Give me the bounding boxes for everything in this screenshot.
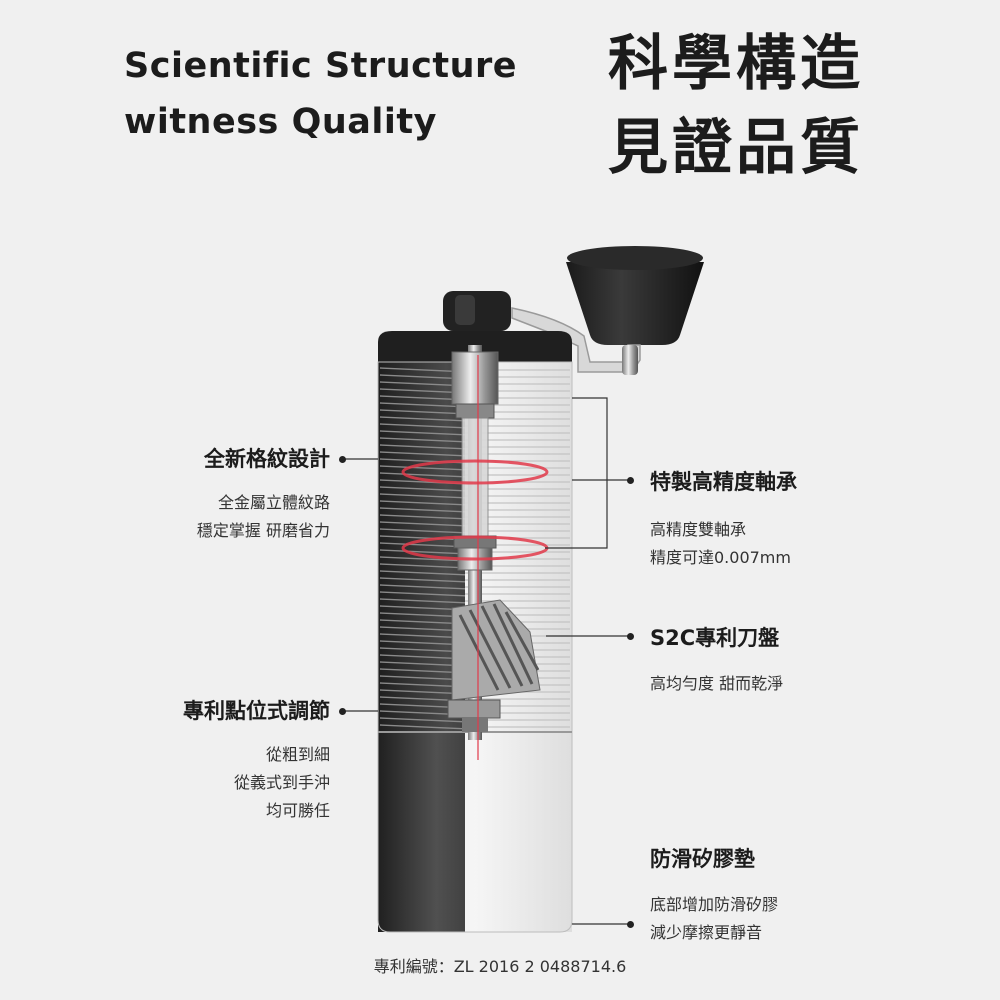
callout-pad-heading: 防滑矽膠墊 — [650, 847, 755, 871]
callout-adjust-desc2: 從義式到手沖 — [233, 773, 330, 792]
chinese-title-line2: 見證品質 — [608, 113, 864, 183]
callout-bearing-desc2: 精度可達0.007mm — [650, 548, 791, 567]
callout-adjust-desc3: 均可勝任 — [265, 801, 330, 820]
callout-bearing-heading: 特製高精度軸承 — [650, 470, 797, 494]
callout-pad-desc2: 減少摩擦更靜音 — [650, 923, 763, 942]
callout-dot-pad — [627, 921, 634, 928]
callout-adjust: 專利點位式調節 從粗到細 從義式到手沖 均可勝任 — [183, 695, 330, 825]
callout-dot-texture — [339, 456, 346, 463]
callout-adjust-desc1: 從粗到細 — [265, 745, 330, 764]
callout-burr-desc1: 高均勻度 甜而乾淨 — [650, 674, 784, 693]
top-nut — [443, 291, 511, 331]
callout-pad-desc1: 底部增加防滑矽膠 — [650, 895, 779, 914]
callout-bearing-desc1: 高精度雙軸承 — [650, 520, 747, 539]
callout-dot-burr — [627, 633, 634, 640]
callout-adjust-heading: 專利點位式調節 — [183, 699, 330, 723]
callout-texture-desc1: 全金屬立體紋路 — [217, 493, 330, 512]
callout-burr: S2C專利刀盤 高均勻度 甜而乾淨 — [650, 622, 783, 698]
handle-arm — [511, 307, 641, 373]
callout-burr-heading: S2C專利刀盤 — [650, 626, 780, 650]
callout-texture: 全新格紋設計 全金屬立體紋路 穩定掌握 研磨省力 — [197, 443, 330, 545]
chinese-title-line1: 科學構造 — [608, 29, 864, 99]
english-title-line1: Scientific Structure — [124, 46, 518, 86]
bearing-ring-upper — [401, 459, 549, 485]
callout-texture-desc2: 穩定掌握 研磨省力 — [196, 521, 330, 540]
patent-number: 專利編號：ZL 2016 2 0488714.6 — [373, 957, 627, 976]
callout-dot-adjust — [339, 708, 346, 715]
callout-bearing: 特製高精度軸承 高精度雙軸承 精度可達0.007mm — [650, 466, 797, 572]
callout-pad: 防滑矽膠墊 底部增加防滑矽膠 減少摩擦更靜音 — [650, 843, 778, 947]
english-title: Scientific Structure witness Quality — [124, 38, 517, 150]
callout-texture-heading: 全新格紋設計 — [204, 447, 330, 471]
chinese-title: 科學構造 見證品質 — [608, 22, 864, 190]
english-title-line2: witness Quality — [124, 102, 437, 142]
handle-knob — [566, 262, 704, 345]
callout-dot-bearing — [627, 477, 634, 484]
